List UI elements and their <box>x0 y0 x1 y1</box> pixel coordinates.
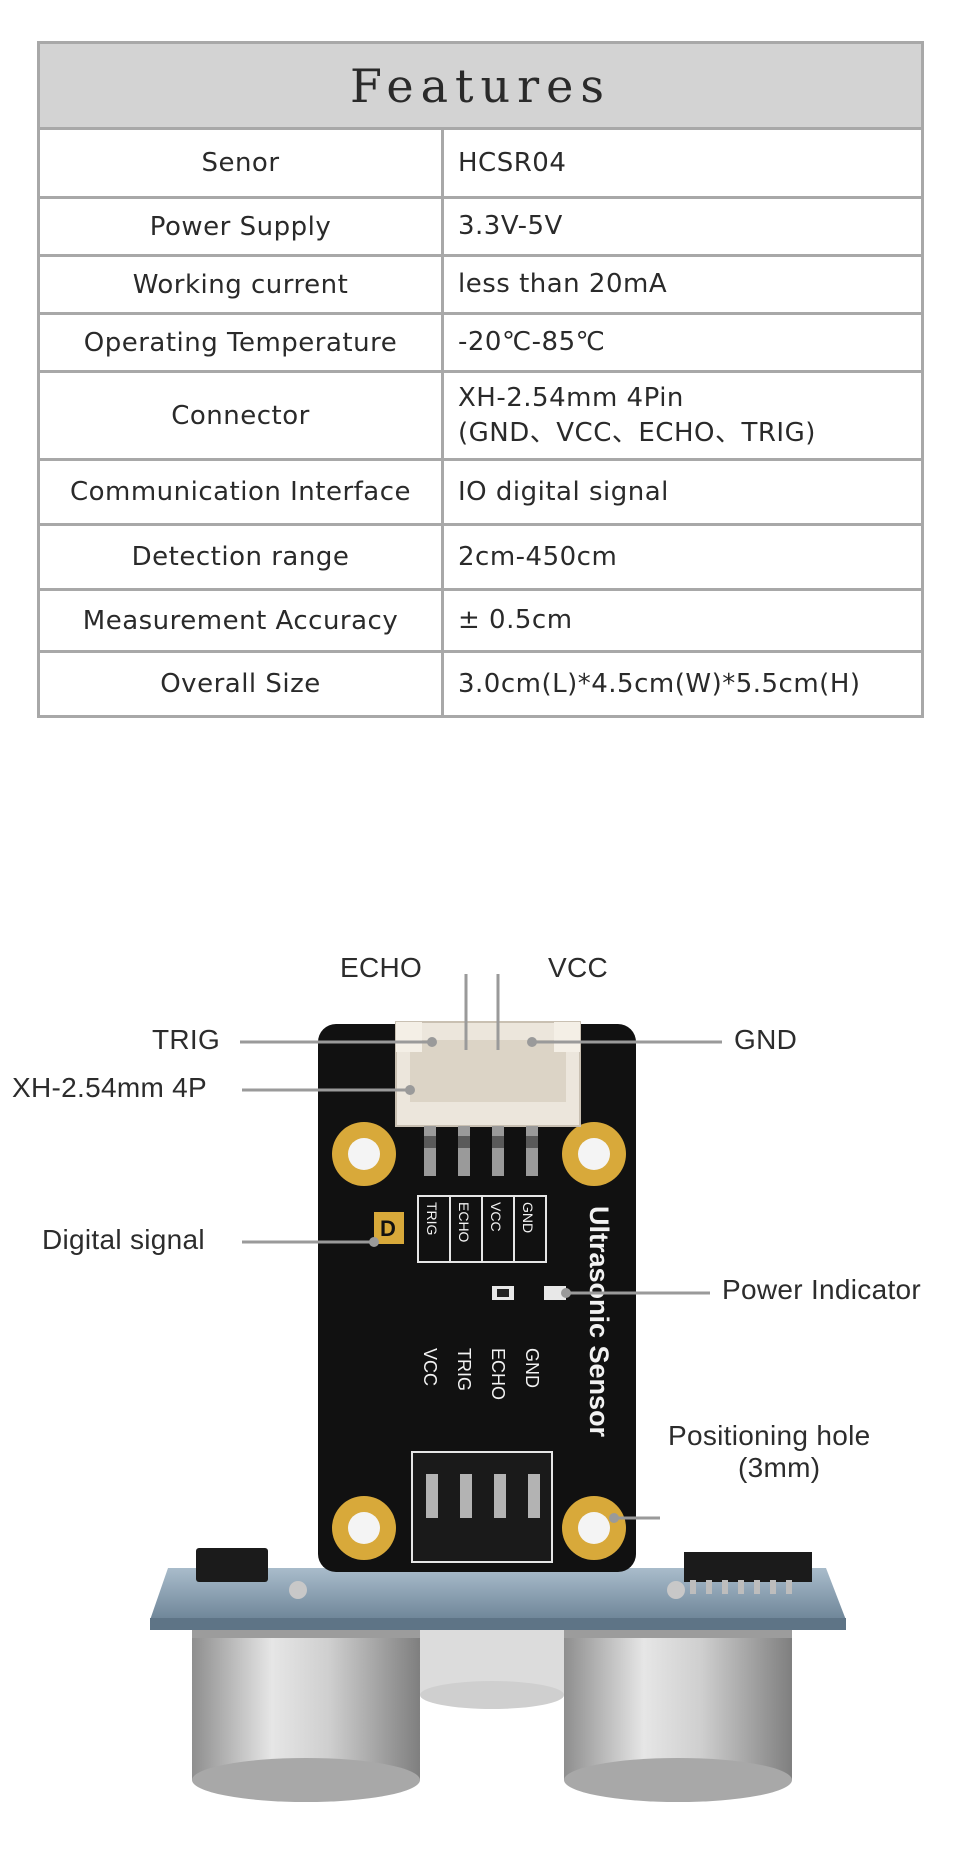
feature-value-line: HCSR04 <box>458 147 567 178</box>
board-label: VCC <box>488 1202 504 1232</box>
board-label: VCC <box>420 1348 440 1386</box>
feature-row: Overall Size 3.0cm(L)*4.5cm(W)*5.5cm(H) <box>40 653 921 715</box>
feature-value-line: 3.3V-5V <box>458 211 563 241</box>
callout-gnd: GND <box>734 1024 798 1055</box>
feature-value-line: -20℃-85℃ <box>458 327 606 357</box>
board-label: ECHO <box>456 1202 472 1243</box>
feature-row: Connector XH-2.54mm 4Pin (GND、VCC、ECHO、TRI… <box>40 373 921 461</box>
transducer-right <box>564 1620 792 1802</box>
feature-label: Power Supply <box>40 199 444 254</box>
feature-value-line: ± 0.5cm <box>458 605 573 635</box>
feature-row: Measurement Accuracy ± 0.5cm <box>40 591 921 653</box>
board-label: TRIG <box>424 1202 440 1235</box>
feature-row: Communication Interface IO digital signal <box>40 461 921 526</box>
bottom-header <box>411 1451 553 1563</box>
feature-label: Detection range <box>40 526 444 588</box>
features-title: Features <box>40 44 921 130</box>
feature-row: Power Supply 3.3V-5V <box>40 199 921 257</box>
board-label: GND <box>520 1202 536 1233</box>
feature-value: ± 0.5cm <box>444 591 921 650</box>
feature-row: Senor HCSR04 <box>40 130 921 199</box>
board-label: Ultrasonic Sensor <box>584 1206 614 1438</box>
feature-label: Working current <box>40 257 444 312</box>
feature-value: 2cm-450cm <box>444 526 921 588</box>
feature-value: 3.0cm(L)*4.5cm(W)*5.5cm(H) <box>444 653 921 715</box>
d-badge <box>374 1212 404 1244</box>
sensor-diagram: TRIG ECHO VCC GND VCC TRIG ECHO GND Ultrasonic S… <box>0 900 960 1860</box>
feature-label: Senor <box>40 130 444 196</box>
feature-value-line: 3.0cm(L)*4.5cm(W)*5.5cm(H) <box>458 668 861 699</box>
feature-value-line: less than 20mA <box>458 269 668 299</box>
callout-echo: ECHO <box>340 952 423 983</box>
board-label: ECHO <box>488 1348 508 1400</box>
feature-value: XH-2.54mm 4Pin (GND、VCC、ECHO、TRIG) <box>444 373 921 458</box>
callout-positioning-hole-size: (3mm) <box>738 1452 821 1483</box>
feature-row: Working current less than 20mA <box>40 257 921 315</box>
feature-value: IO digital signal <box>444 461 921 523</box>
callout-positioning-hole: Positioning hole <box>668 1420 871 1451</box>
callout-trig: TRIG <box>152 1024 221 1055</box>
feature-row: Detection range 2cm-450cm <box>40 526 921 591</box>
xh-connector <box>395 1021 581 1176</box>
board-label: GND <box>522 1348 542 1388</box>
callout-connector: XH-2.54mm 4P <box>12 1072 207 1103</box>
feature-label: Measurement Accuracy <box>40 591 444 650</box>
feature-value-line: XH-2.54mm 4Pin <box>458 382 684 413</box>
feature-value: less than 20mA <box>444 257 921 312</box>
mounting-holes <box>332 1122 626 1560</box>
feature-value: -20℃-85℃ <box>444 315 921 370</box>
feature-label: Operating Temperature <box>40 315 444 370</box>
pcb <box>318 1021 636 1572</box>
feature-value-line: 2cm-450cm <box>458 541 618 572</box>
sensor-board <box>150 1548 846 1630</box>
callout-digital-signal: Digital signal <box>42 1224 205 1255</box>
leader-lines <box>240 974 722 1520</box>
board-badge-text: D <box>380 1216 396 1241</box>
feature-value: HCSR04 <box>444 130 921 196</box>
feature-label: Overall Size <box>40 653 444 715</box>
feature-value-line: (GND、VCC、ECHO、TRIG) <box>458 417 816 448</box>
feature-value-line: IO digital signal <box>458 476 669 507</box>
callout-power-indicator: Power Indicator <box>722 1274 922 1305</box>
board-label: TRIG <box>454 1348 474 1391</box>
feature-label: Connector <box>40 373 444 458</box>
feature-row: Operating Temperature -20℃-85℃ <box>40 315 921 373</box>
transducer-left <box>192 1620 420 1802</box>
feature-label: Communication Interface <box>40 461 444 523</box>
sensor-illustration: TRIG ECHO VCC GND VCC TRIG ECHO GND Ultrasonic S… <box>150 974 846 1802</box>
feature-value: 3.3V-5V <box>444 199 921 254</box>
callout-vcc: VCC <box>548 952 609 983</box>
